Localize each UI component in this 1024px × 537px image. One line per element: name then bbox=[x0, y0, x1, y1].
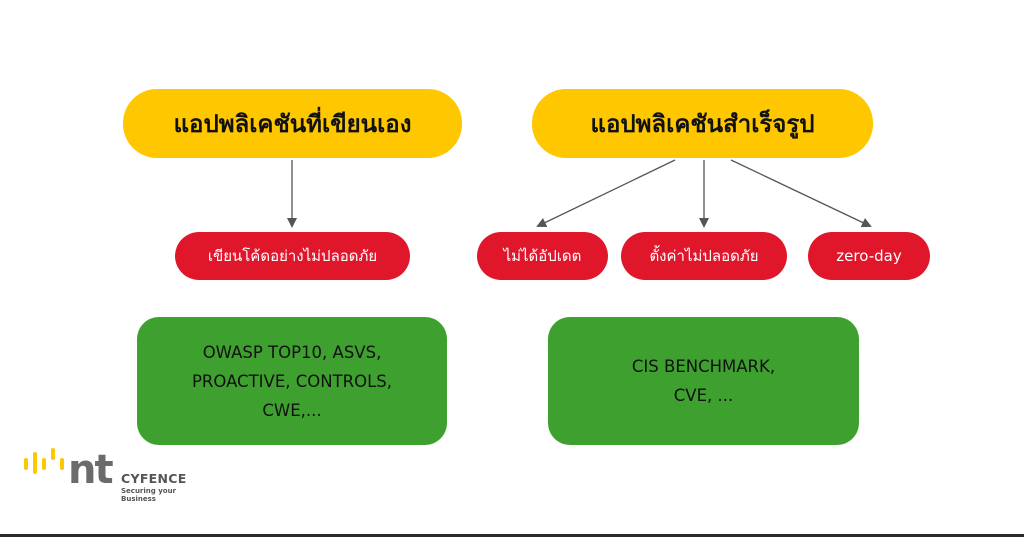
left-issue-label: เขียนโค้ดอย่างไม่ปลอดภัย bbox=[207, 247, 378, 265]
left-reference-line-2: PROACTIVE, CONTROLS, bbox=[191, 371, 393, 391]
right-references-box: CIS BENCHMARK, CVE, ... bbox=[548, 317, 859, 445]
left-title: แอปพลิเคชันที่เขียนเอง bbox=[173, 110, 412, 138]
arrow-right-to-issue-1 bbox=[536, 159, 676, 228]
logo-brand: CYFENCE bbox=[121, 471, 187, 486]
right-issue-label-1: ไม่ได้อัปเดต bbox=[503, 247, 582, 265]
right-title-pill: แอปพลิเคชันสำเร็จรูป bbox=[532, 89, 873, 158]
right-title: แอปพลิเคชันสำเร็จรูป bbox=[590, 110, 815, 138]
right-issue-pill-1: ไม่ได้อัปเดต bbox=[477, 232, 608, 280]
left-reference-line-1: OWASP TOP10, ASVS, bbox=[202, 342, 382, 362]
logo-tagline: Securing your Business bbox=[121, 487, 177, 503]
right-reference-line-2: CVE, ... bbox=[673, 386, 734, 405]
arrow-right-to-issue-3 bbox=[730, 159, 872, 228]
bottom-divider bbox=[0, 534, 1024, 537]
signal-bars-icon bbox=[24, 448, 64, 474]
right-issue-pill-3: zero-day bbox=[808, 232, 930, 280]
right-issue-pill-2: ตั้งค่าไม่ปลอดภัย bbox=[621, 232, 787, 280]
nt-cyfence-logo: nt CYFENCE Securing your Business bbox=[22, 440, 197, 503]
right-issue-label-3: zero-day bbox=[836, 247, 902, 265]
left-reference-line-3: CWE,... bbox=[262, 400, 322, 420]
left-references-box: OWASP TOP10, ASVS, PROACTIVE, CONTROLS, … bbox=[137, 317, 447, 445]
left-title-pill: แอปพลิเคชันที่เขียนเอง bbox=[123, 89, 462, 158]
right-reference-line-1: CIS BENCHMARK, bbox=[631, 357, 776, 376]
left-issue-pill: เขียนโค้ดอย่างไม่ปลอดภัย bbox=[175, 232, 410, 280]
logo-mark: nt bbox=[68, 447, 114, 493]
right-issue-label-2: ตั้งค่าไม่ปลอดภัย bbox=[649, 247, 759, 265]
